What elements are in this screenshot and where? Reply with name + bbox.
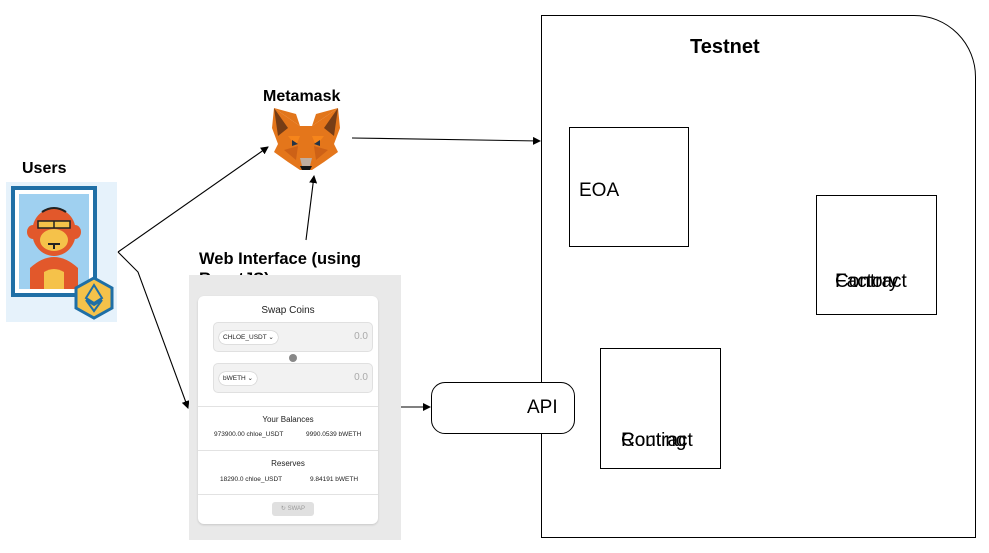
swap-card-title: Swap Coins <box>261 305 315 316</box>
reserve-chloe-usdt: 18290.0 chloe_USDT <box>220 476 283 483</box>
reserve-bweth: 9.84191 bWETH <box>310 476 359 483</box>
swap-direction-icon[interactable] <box>289 354 297 362</box>
card-divider <box>198 450 378 451</box>
from-amount-input[interactable]: 0.0 <box>354 331 368 342</box>
routing-contract-line1: Routing <box>621 430 687 451</box>
metamask-fox-icon <box>272 108 340 170</box>
api-label: API <box>527 397 558 418</box>
balances-title: Your Balances <box>262 415 314 424</box>
factory-contract-line2: Contract <box>835 271 907 292</box>
card-divider <box>198 494 378 495</box>
swap-button[interactable]: ↻ SWAP <box>272 502 314 516</box>
users-label: Users <box>22 160 67 177</box>
reserves-title: Reserves <box>271 459 305 468</box>
arrow-metamask-to-testnet <box>351 136 541 145</box>
to-token-field[interactable]: bWETH ⌄ 0.0 <box>213 363 373 393</box>
balance-bweth: 9990.0539 bWETH <box>306 431 362 438</box>
testnet-title: Testnet <box>690 36 760 58</box>
ethereum-badge-icon <box>74 276 114 320</box>
eoa-node: EOA <box>569 127 689 247</box>
nft-ape-avatar-icon <box>11 186 97 297</box>
arrow-users-to-web-interface <box>117 251 190 409</box>
to-amount-input[interactable]: 0.0 <box>354 372 368 383</box>
routing-contract-line2: Contract <box>621 430 693 451</box>
to-token-select[interactable]: bWETH ⌄ <box>219 372 258 385</box>
routing-contract-node: Routing Contract <box>600 348 721 469</box>
swap-card: Swap Coins CHLOE_USDT ⌄ 0.0 bWETH ⌄ 0.0 … <box>198 296 378 524</box>
from-token-select[interactable]: CHLOE_USDT ⌄ <box>219 331 278 344</box>
metamask-label: Metamask <box>263 88 341 105</box>
from-token-field[interactable]: CHLOE_USDT ⌄ 0.0 <box>213 322 373 352</box>
factory-contract-line1: Factory <box>835 271 899 292</box>
eoa-label: EOA <box>579 180 620 201</box>
factory-contract-node: Factory Contract <box>816 195 937 315</box>
arrow-web-interface-to-metamask <box>305 175 318 241</box>
web-interface-label-line1: Web Interface (using <box>199 250 361 268</box>
card-divider <box>198 406 378 407</box>
arrow-users-to-metamask <box>117 146 269 253</box>
api-node: API <box>431 382 575 434</box>
balance-chloe-usdt: 973900.00 chloe_USDT <box>214 431 284 438</box>
